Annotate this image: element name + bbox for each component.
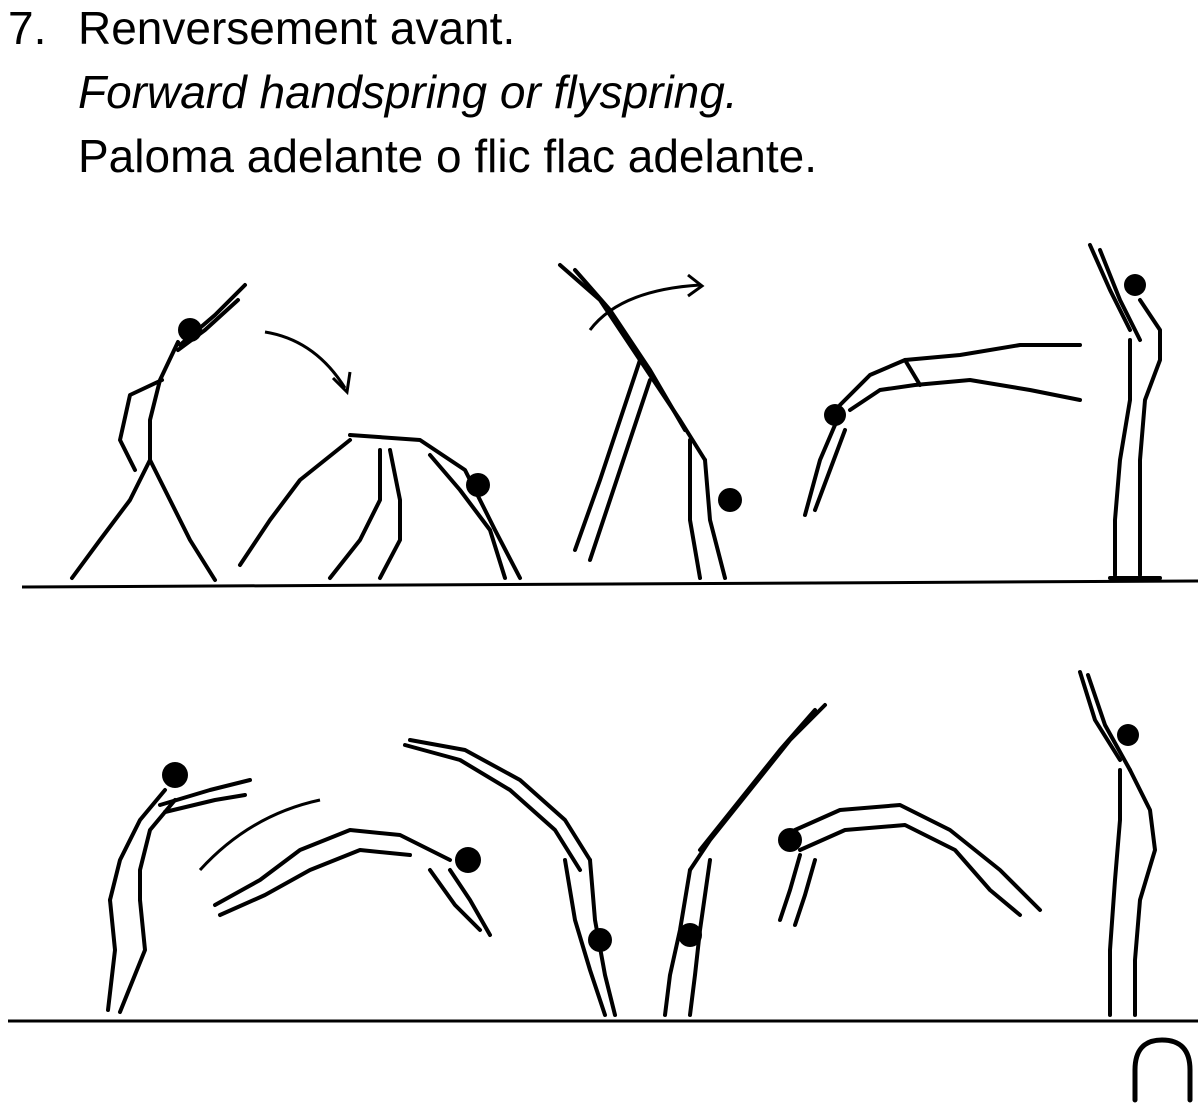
figure-top-1 [70, 283, 247, 582]
figure-top-4 [803, 343, 1082, 517]
arrow-curve-3 [198, 798, 321, 872]
title-spanish: Paloma adelante o flic flac adelante. [78, 130, 818, 182]
figure-bottom-2 [213, 828, 492, 937]
element-number: 7. [8, 2, 47, 54]
figure-bottom-1 [106, 762, 252, 1014]
figure-bottom-3 [403, 738, 617, 1017]
figure-top-5 [1088, 243, 1162, 580]
figure-bottom-5 [778, 803, 1042, 927]
title-english: Forward handspring or flyspring. [78, 66, 738, 118]
floor-line-top [21, 579, 1198, 589]
figure-bottom-4 [663, 703, 827, 1017]
arch-symbol-icon [1132, 1037, 1193, 1103]
figure-top-3 [558, 263, 742, 580]
arrow-curve-2 [588, 283, 701, 331]
figure-top-2 [238, 433, 522, 580]
title-french: Renversement avant. [78, 2, 516, 54]
figure-bottom-6 [1078, 670, 1157, 1017]
arrow-curve-1 [264, 330, 347, 389]
